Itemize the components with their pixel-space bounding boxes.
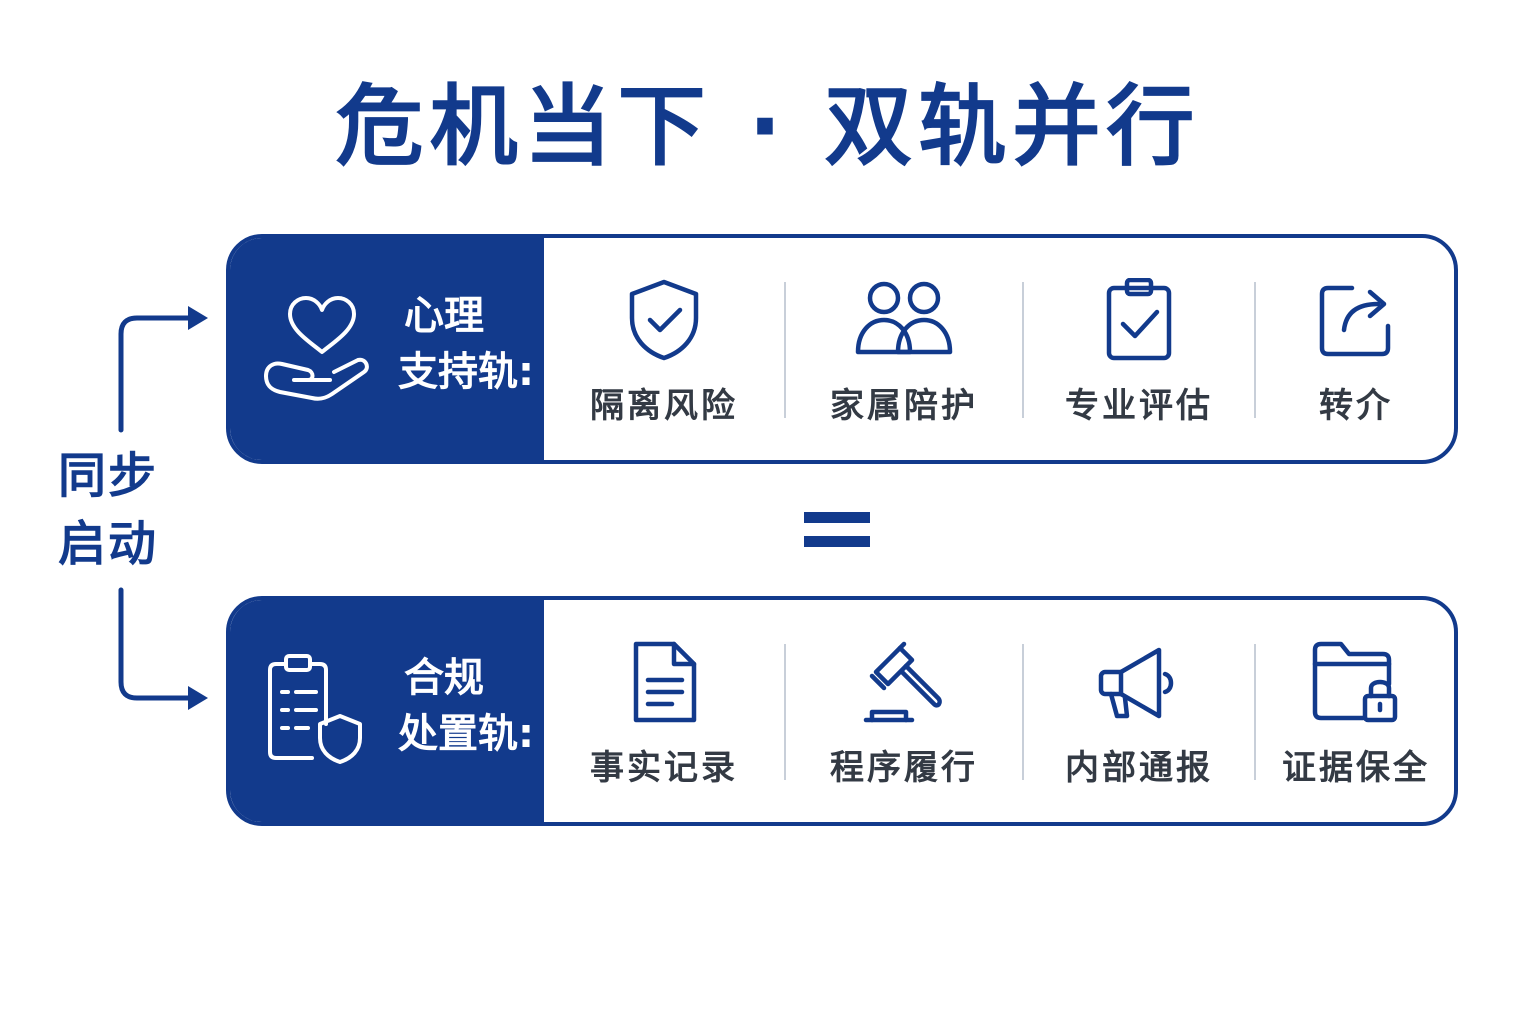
gavel-icon (863, 641, 942, 723)
track-title-line2: 支持轨: (398, 349, 534, 395)
track-title-line2: 处置轨: (398, 711, 534, 757)
step-label: 转介 (1319, 386, 1393, 426)
step-internal-report: 内部通报 (1024, 600, 1254, 822)
step-family-accompany: 家属陪护 (786, 238, 1022, 460)
sync-start-label: 同步 启动 (58, 442, 188, 578)
track-title: 合规 处置轨: (398, 650, 534, 762)
people-icon (855, 281, 953, 355)
divider (1254, 644, 1256, 780)
track-title-line1: 合规 (404, 655, 484, 701)
sync-label-line1: 同步 (58, 448, 159, 504)
track-title: 心理 支持轨: (398, 288, 534, 400)
psychological-support-track: 心理 支持轨: 隔离风险 家属陪护 (226, 234, 1458, 464)
compliance-handling-track: 合规 处置轨: 事实记录 (226, 596, 1458, 826)
shield-check-icon (629, 279, 699, 361)
locked-folder-icon (1312, 641, 1398, 723)
step-isolate-risk: 隔离风险 (544, 238, 784, 460)
share-icon (1319, 285, 1391, 357)
step-label: 家属陪护 (830, 386, 978, 426)
track-title-line1: 心理 (404, 293, 484, 339)
step-procedure: 程序履行 (786, 600, 1022, 822)
divider (1254, 282, 1256, 418)
step-evidence-preservation: 证据保全 (1256, 600, 1454, 822)
track-steps: 事实记录 程序履行 (544, 600, 1454, 822)
divider (784, 282, 786, 418)
equals-sign (804, 508, 870, 550)
divider (784, 644, 786, 780)
step-label: 隔离风险 (590, 386, 738, 426)
megaphone-icon (1098, 647, 1174, 719)
page-title: 危机当下 · 双轨并行 (335, 75, 1201, 178)
step-professional-assessment: 专业评估 (1024, 238, 1254, 460)
track-header: 心理 支持轨: (230, 238, 544, 460)
clipboard-check-icon (1106, 278, 1172, 361)
document-icon (633, 641, 697, 723)
divider (1022, 644, 1024, 780)
step-label: 内部通报 (1065, 748, 1213, 788)
step-label: 证据保全 (1282, 748, 1430, 788)
hand-heart-icon (264, 296, 369, 401)
step-label: 事实记录 (590, 748, 738, 788)
sync-label-line2: 启动 (58, 516, 159, 572)
step-referral: 转介 (1256, 238, 1454, 460)
clipboard-shield-icon (268, 654, 362, 764)
track-steps: 隔离风险 家属陪护 专业评估 (544, 238, 1454, 460)
divider (1022, 282, 1024, 418)
step-fact-record: 事实记录 (544, 600, 784, 822)
step-label: 专业评估 (1065, 386, 1213, 426)
step-label: 程序履行 (830, 748, 978, 788)
track-header: 合规 处置轨: (230, 600, 544, 822)
